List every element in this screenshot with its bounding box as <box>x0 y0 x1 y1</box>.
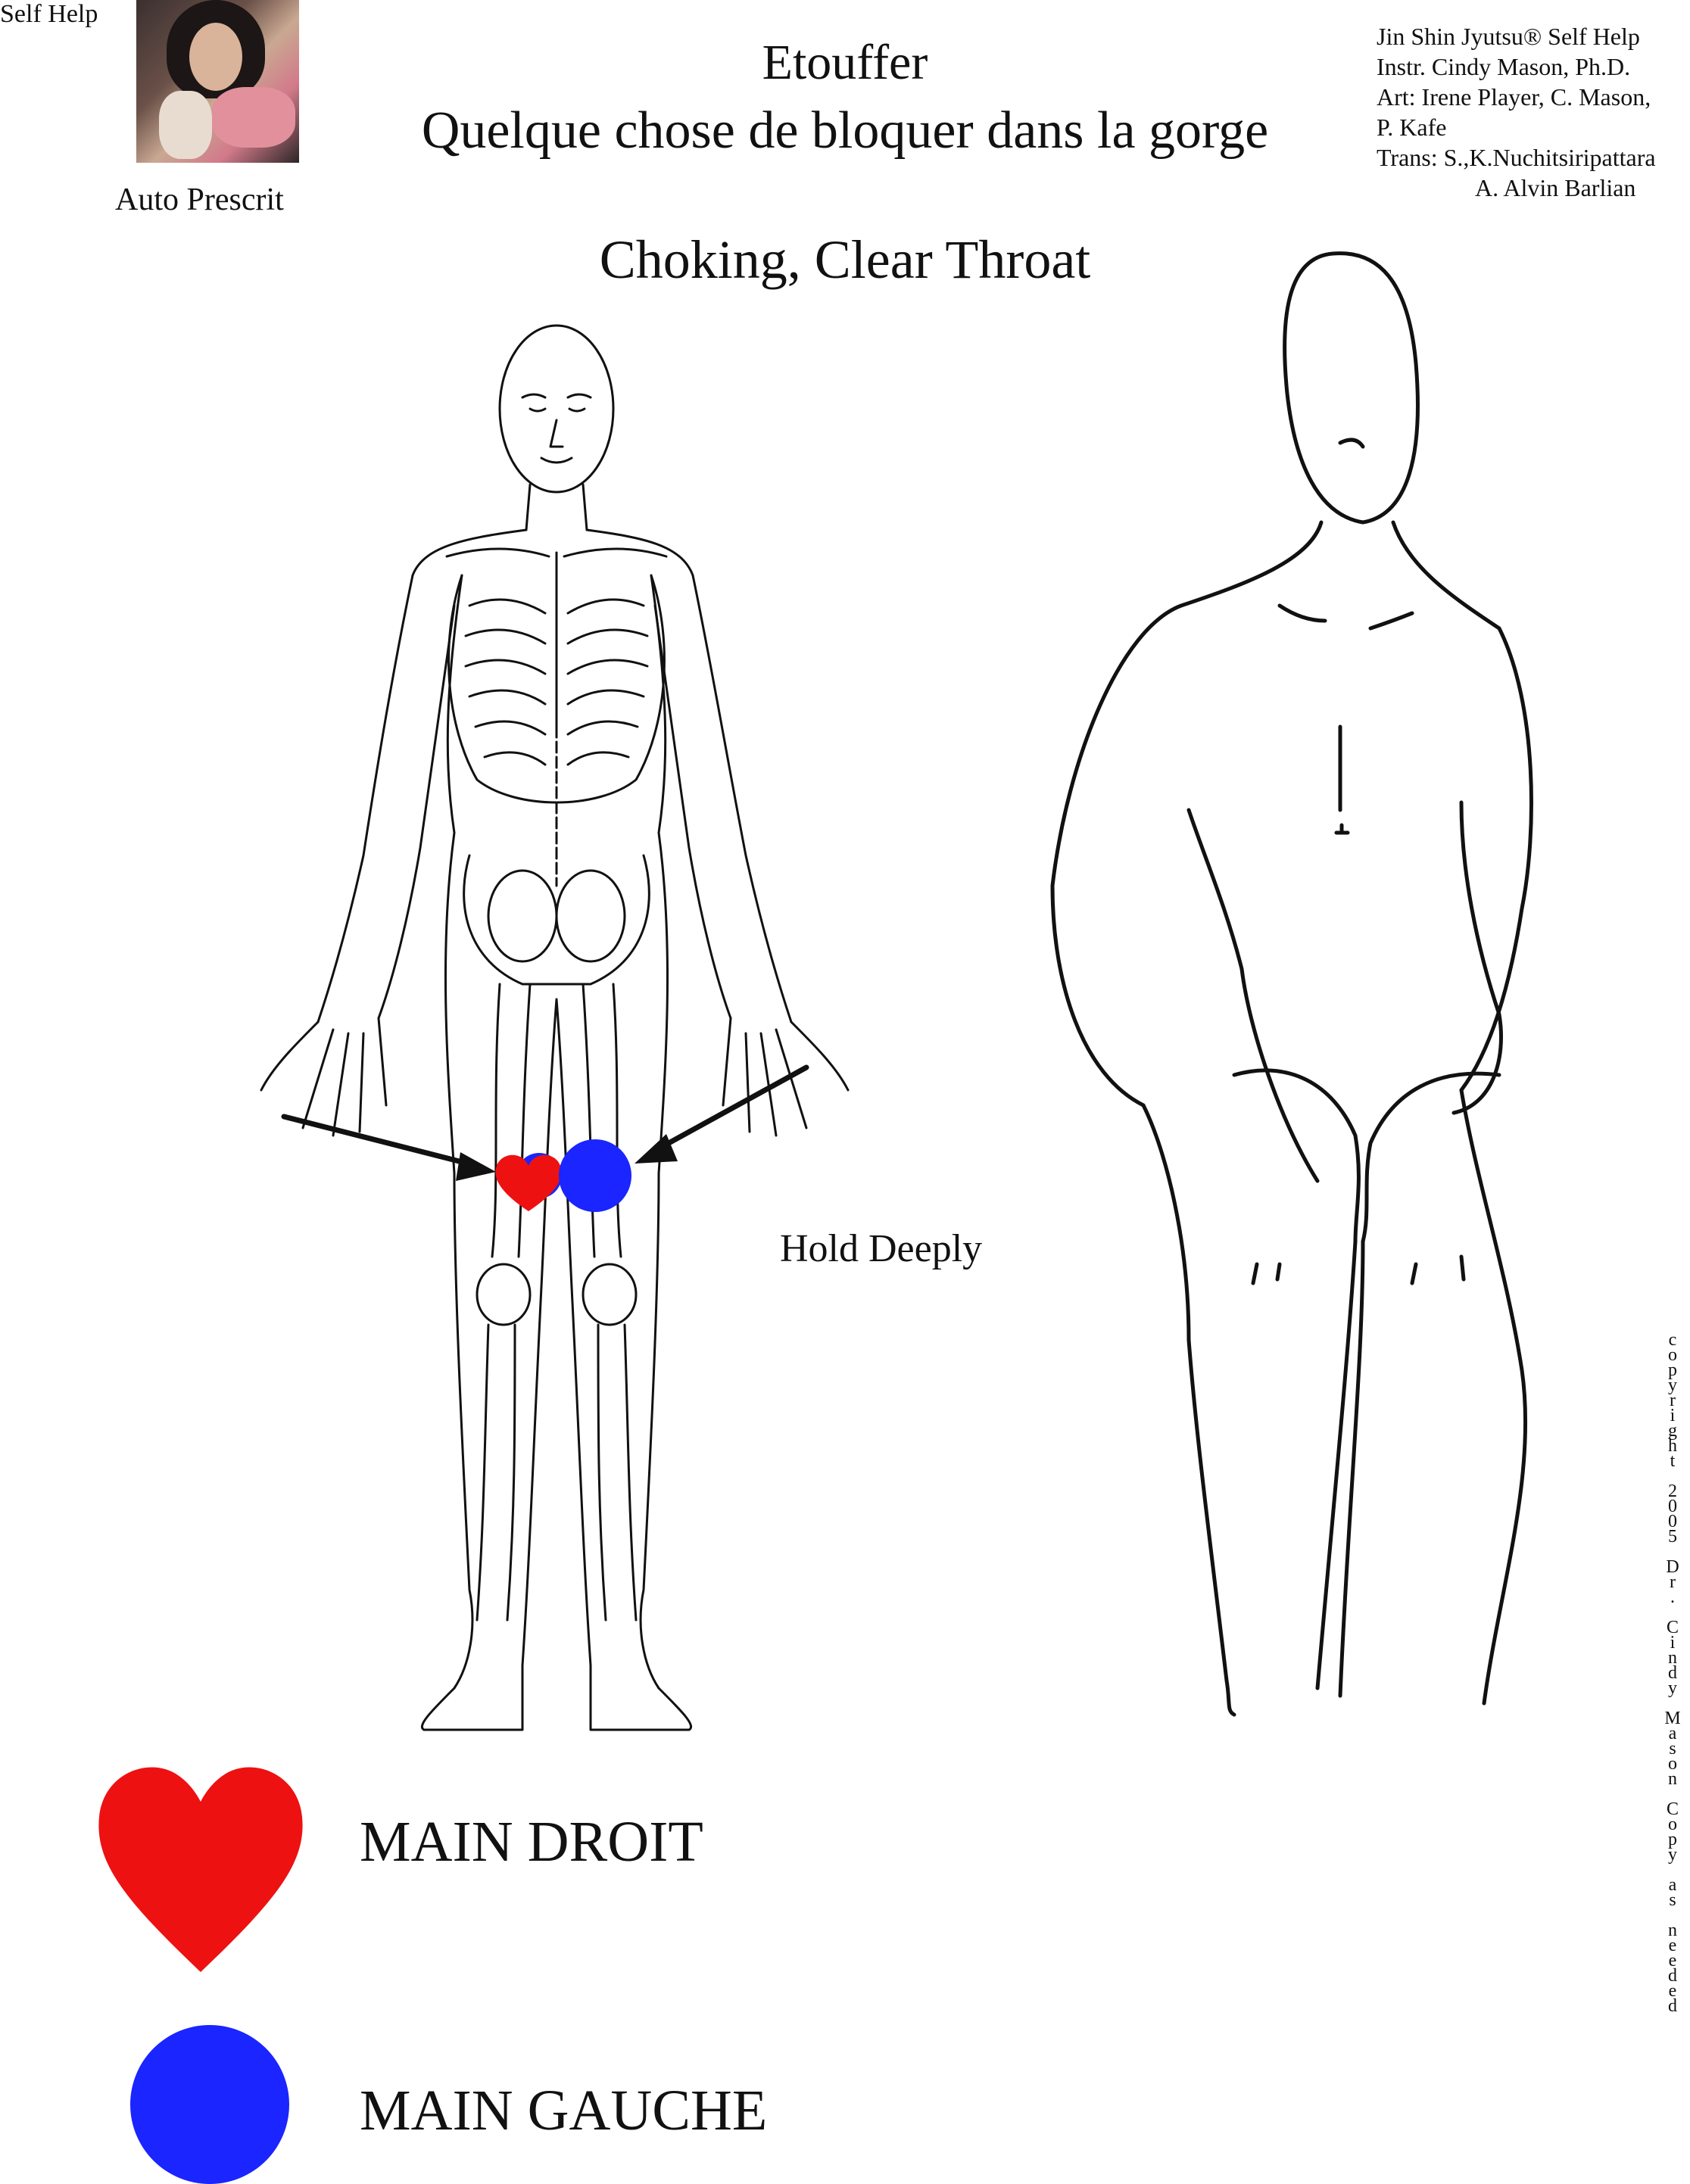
copyright-char: n <box>1668 1921 1677 1940</box>
copyright-char: i <box>1670 1406 1676 1425</box>
copyright-char: p <box>1668 1360 1677 1380</box>
copyright-char: 0 <box>1668 1497 1677 1516</box>
credit-line: Trans: S.,K.Nuchitsiripattara <box>1377 144 1656 171</box>
copyright-char: r <box>1670 1572 1676 1592</box>
copyright-char: n <box>1668 1648 1677 1668</box>
arrow-right-hand <box>652 1064 809 1154</box>
credit-line: P. Kafe <box>1377 114 1447 141</box>
auto-prescrit-label: Auto Prescrit <box>115 182 284 217</box>
outline-figure <box>1050 251 1533 1717</box>
self-help-label: Self Help <box>0 0 98 28</box>
credit-line: Jin Shin Jyutsu® Self Help <box>1377 23 1640 50</box>
copyright-char: 5 <box>1668 1527 1677 1547</box>
copyright-char: g <box>1668 1421 1677 1441</box>
copyright-char: D <box>1666 1557 1679 1577</box>
copyright-char: o <box>1668 1345 1677 1365</box>
copyright-char: e <box>1668 1951 1677 1971</box>
left-hand-marker-circle <box>559 1139 631 1212</box>
copyright-char: 0 <box>1668 1512 1677 1531</box>
hold-deeply-instruction: Hold Deeply <box>780 1227 983 1270</box>
legend-left-hand-label: MAIN GAUCHE <box>360 2079 768 2142</box>
copyright-char: y <box>1668 1376 1677 1395</box>
skeleton-figure <box>260 324 850 1731</box>
copyright-char: c <box>1668 1330 1677 1350</box>
credit-line: Art: Irene Player, C. Mason, <box>1377 83 1651 111</box>
copyright-char: e <box>1668 1981 1677 2001</box>
legend-right-hand-label: MAIN DROIT <box>360 1810 703 1874</box>
copyright-char: d <box>1668 1663 1677 1683</box>
copyright-char: o <box>1668 1754 1677 1774</box>
credits-block: Jin Shin Jyutsu® Self Help Instr. Cindy … <box>1377 21 1656 203</box>
copyright-char: i <box>1670 1633 1676 1653</box>
copyright-char: a <box>1668 1724 1677 1743</box>
copyright-char: C <box>1666 1618 1679 1637</box>
credit-line: A. Alvin Barlian <box>1475 174 1636 201</box>
copyright-char: C <box>1666 1799 1679 1819</box>
copyright-char: a <box>1668 1875 1677 1895</box>
copyright-char: n <box>1668 1769 1677 1789</box>
circle-icon <box>130 2025 289 2184</box>
right-hand-marker-heart <box>495 1154 562 1211</box>
copyright-char: s <box>1669 1890 1676 1910</box>
copyright-char: p <box>1668 1830 1677 1849</box>
copyright-char: t <box>1670 1451 1676 1471</box>
copyright-char: o <box>1668 1815 1677 1834</box>
instructor-photo <box>136 0 299 163</box>
arrow-left-hand <box>281 1114 480 1169</box>
copyright-char: e <box>1668 1936 1677 1955</box>
copyright-char: 2 <box>1668 1481 1677 1501</box>
arrowhead-right <box>635 1134 678 1164</box>
arrows <box>281 1064 809 1169</box>
page-subtitle: Quelque chose de bloquer dans la gorge <box>421 101 1269 160</box>
copyright-char: d <box>1668 1966 1677 1986</box>
heart-icon <box>98 1767 303 1972</box>
copyright-char: h <box>1668 1436 1677 1456</box>
copyright-char: d <box>1668 1996 1677 2016</box>
copyright-char: y <box>1668 1678 1677 1698</box>
copyright-char: . <box>1670 1587 1675 1607</box>
copyright-char: M <box>1664 1709 1681 1728</box>
page-title: Etouffer <box>762 35 928 90</box>
copyright-char: y <box>1668 1845 1677 1865</box>
page-title-english: Choking, Clear Throat <box>599 229 1091 290</box>
arrowhead-left <box>456 1152 496 1181</box>
copyright-char: s <box>1669 1739 1676 1759</box>
credit-line: Instr. Cindy Mason, Ph.D. <box>1377 53 1631 80</box>
copyright-char: r <box>1670 1391 1676 1410</box>
